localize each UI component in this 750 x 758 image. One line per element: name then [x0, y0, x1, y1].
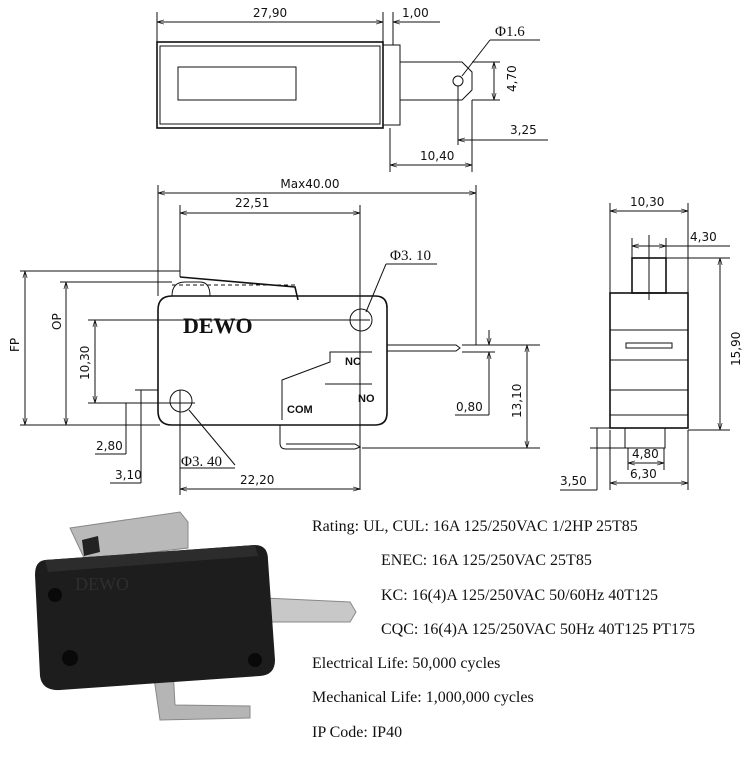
rating-enec: ENEC: 16A 125/250VAC 25T85	[381, 552, 592, 570]
dim-phi-3-10: Φ3. 10	[390, 248, 431, 264]
label-no: NO	[358, 393, 375, 405]
rating-ul: Rating: UL, CUL: 16A 125/250VAC 1/2HP 25…	[312, 518, 638, 535]
top-body	[156, 41, 384, 129]
ip-code: IP Code: IP40	[312, 723, 403, 741]
label-nc: NC	[345, 356, 361, 368]
rating-kc: KC: 16(4)A 125/250VAC 50/60Hz 40T125	[381, 586, 659, 604]
end-view: 10,30 4,30 15,90 3,50 4,80 6,30	[560, 195, 743, 491]
terminal-nc	[387, 344, 461, 352]
dim-15-90: 15,90	[729, 332, 743, 366]
specifications: Rating: UL, CUL: 16A 125/250VAC 1/2HP 25…	[312, 518, 695, 758]
dim-2-80: 2,80	[96, 439, 123, 453]
dim-3-50: 3,50	[560, 474, 587, 488]
dim-max-40: Max40.00	[280, 177, 339, 191]
top-window	[177, 66, 297, 101]
contact-spring	[281, 351, 372, 420]
rating-cqc: CQC: 16(4)A 125/250VAC 50Hz 40T125 PT175	[381, 620, 695, 638]
dim-op: OP	[50, 313, 64, 330]
dim-3-10: 3,10	[115, 468, 142, 482]
top-terminal	[399, 61, 473, 101]
mount-hole-bottom	[169, 389, 193, 413]
dim-0-80: 0,80	[456, 400, 483, 414]
brand-label: DEWO	[183, 313, 253, 338]
lever	[179, 276, 299, 301]
dim-27-90: 27,90	[253, 6, 287, 20]
terminal-com	[279, 425, 362, 450]
label-com: COM	[287, 404, 313, 416]
electrical-life: Electrical Life: 50,000 cycles	[312, 655, 501, 673]
dim-10-30-v: 10,30	[78, 346, 92, 380]
dim-fp: FP	[8, 338, 22, 352]
dim-22-20: 22,20	[240, 473, 274, 487]
dim-10-30-end: 10,30	[630, 195, 664, 209]
dim-3-25: 3,25	[510, 123, 537, 137]
dim-4-70: 4,70	[505, 65, 519, 92]
dim-4-30: 4,30	[690, 230, 717, 244]
dim-phi-3-40: Φ3. 40	[181, 454, 222, 470]
mechanical-life: Mechanical Life: 1,000,000 cycles	[312, 689, 534, 707]
dim-phi-1-6: Φ1.6	[495, 24, 525, 40]
photo-brand-emboss: DEWO	[75, 574, 129, 594]
dim-10-40: 10,40	[420, 149, 454, 163]
dim-6-30: 6,30	[630, 467, 657, 481]
roller	[171, 281, 211, 297]
top-view: 27,90 1,00 Φ1.6 4,70 3,25 10,40	[156, 6, 548, 172]
product-photo: DEWO	[35, 511, 357, 721]
side-body	[157, 295, 388, 426]
dim-22-51: 22,51	[235, 196, 269, 210]
dim-13-10: 13,10	[510, 384, 524, 418]
side-view: DEWO NC NO COM Max40.00 22,51 Φ3. 10 FP …	[8, 177, 540, 495]
dim-4-80: 4,80	[632, 447, 659, 461]
photo-body	[35, 545, 275, 691]
dim-1-00: 1,00	[402, 6, 429, 20]
